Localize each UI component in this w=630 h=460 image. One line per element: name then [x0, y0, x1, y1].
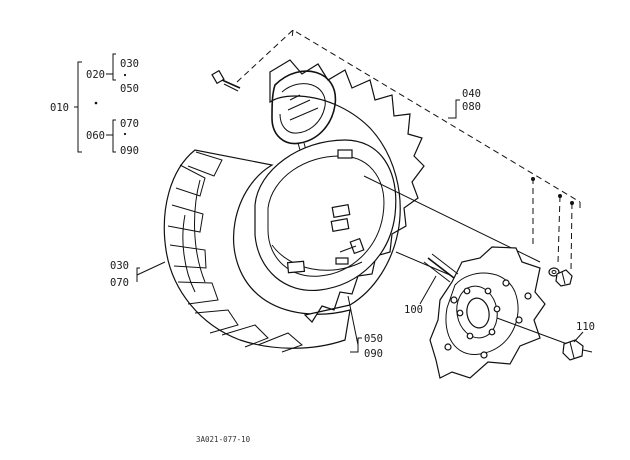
bolt-head-marker	[531, 177, 535, 181]
callout-030-legend: 030	[120, 58, 139, 70]
wheel-disc	[429, 246, 571, 379]
lug-nut-upper	[555, 269, 573, 287]
callout-100: 100	[404, 304, 423, 316]
callout-030-tire: 030	[110, 260, 129, 272]
callout-090-rim: 090	[364, 348, 383, 360]
callout-090-legend: 090	[120, 145, 139, 157]
figure-caption: 3A021-077-10	[196, 435, 251, 444]
stud-bolt	[423, 253, 459, 283]
callout-020: 020	[86, 69, 105, 81]
callout-050-rim: 050	[364, 333, 383, 345]
parts-legend-tree	[74, 53, 127, 153]
callout-110: 110	[576, 321, 595, 333]
callout-040: 040	[462, 88, 481, 100]
wheel-rim	[254, 139, 397, 292]
callout-080: 080	[462, 101, 481, 113]
tire-tread	[163, 149, 351, 353]
assembly-dashed-leaders	[236, 29, 581, 271]
washer	[548, 267, 560, 277]
axis-line	[395, 251, 451, 276]
callout-070-tire: 070	[110, 277, 129, 289]
lug-nut-110	[562, 339, 593, 361]
callout-050-legend: 050	[120, 83, 139, 95]
bolt-head-marker	[558, 194, 562, 198]
bolt-head-marker	[570, 201, 574, 205]
valve-stem	[335, 237, 365, 265]
callout-060: 060	[86, 130, 105, 142]
callout-010: 010	[50, 102, 69, 114]
callout-070-legend: 070	[120, 118, 139, 130]
callout-leaders	[136, 99, 584, 353]
bolt-top	[211, 69, 241, 92]
tire-profile	[269, 59, 425, 323]
